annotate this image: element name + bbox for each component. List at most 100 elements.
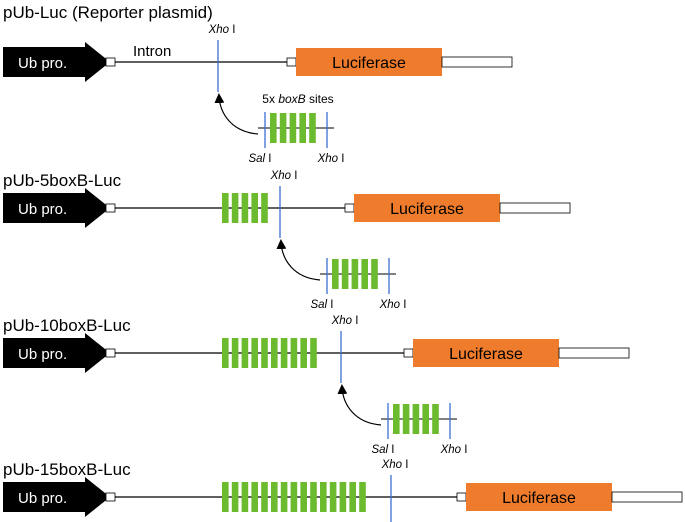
luciferase-box <box>354 194 500 222</box>
utr-box-pre-luc <box>344 203 355 213</box>
xhoi-site-label-enzyme: Xho <box>381 459 403 471</box>
sali-site-label: Sal I <box>248 153 271 165</box>
boxb-repeat <box>222 482 229 512</box>
insert-boxb-repeat <box>371 259 378 289</box>
insert-boxb-repeat <box>351 259 359 289</box>
xhoi-site-label-numeral: I <box>229 24 235 36</box>
boxb-repeat <box>222 338 229 368</box>
boxb-repeat <box>280 338 288 368</box>
insertion-arrow <box>337 384 382 426</box>
sali-site-label-enzyme: Sal <box>248 153 265 165</box>
utr-box-3prime <box>558 347 630 359</box>
boxb-repeat <box>241 338 249 368</box>
boxb-repeat <box>339 482 347 512</box>
promoter-arrow <box>3 42 110 82</box>
boxb-repeat <box>231 338 239 368</box>
xhoi-site-label-enzyme: Xho <box>208 24 230 36</box>
insert-boxb-repeat <box>289 113 297 143</box>
utr-box-5prime <box>105 203 116 213</box>
insert-xhoi-site-label-numeral: I <box>400 299 406 311</box>
sali-site-label: Sal I <box>371 444 394 456</box>
sali-site-label-enzyme: Sal <box>371 444 388 456</box>
boxb-repeat <box>310 338 317 368</box>
utr-box-3prime <box>611 491 683 503</box>
xhoi-site-label-numeral: I <box>291 170 297 182</box>
insert-boxb-repeat <box>332 259 339 289</box>
insert-fragment: Sal I Xho I <box>276 239 407 311</box>
boxb-repeat <box>231 193 239 223</box>
utr-box-pre-luc <box>403 348 414 358</box>
luciferase-label: Luciferase <box>332 55 406 72</box>
insert-boxb-repeat <box>402 404 410 434</box>
insert-fragment: Sal I Xho I <box>337 384 468 456</box>
boxb-repeat <box>310 482 317 512</box>
boxb-repeat <box>271 482 278 512</box>
boxb-repeat <box>251 482 258 512</box>
insert-xhoi-site-label: Xho I <box>440 444 468 456</box>
xhoi-site-label-enzyme: Xho <box>331 315 353 327</box>
boxb-repeat <box>300 482 307 512</box>
insert-boxb-repeat <box>412 404 420 434</box>
insert-xhoi-site-label: Xho I <box>379 299 407 311</box>
boxb-repeat <box>231 482 239 512</box>
utr-box-3prime <box>441 56 513 68</box>
construct-title: pUb-15boxB-Luc <box>3 460 131 479</box>
boxb-repeat <box>222 193 229 223</box>
insert-boxb-repeat <box>393 404 400 434</box>
boxb-repeat <box>261 482 268 512</box>
promoter-arrow <box>3 477 110 517</box>
boxb-repeat <box>261 338 268 368</box>
boxb-repeat <box>320 482 327 512</box>
insert-xhoi-site-label-enzyme: Xho <box>440 444 462 456</box>
insert-boxb-repeat <box>270 113 277 143</box>
luciferase-label: Luciferase <box>390 201 464 218</box>
insert-boxb-repeat <box>341 259 349 289</box>
boxb-repeat <box>300 338 307 368</box>
promoter-arrow <box>3 188 110 228</box>
sali-site-label-numeral: I <box>327 299 333 311</box>
boxb-repeat <box>290 338 298 368</box>
insertion-arrow <box>214 93 259 135</box>
insert-boxb-repeat <box>299 113 306 143</box>
utr-box-pre-luc <box>286 57 297 67</box>
sali-site-label: Sal I <box>310 299 333 311</box>
xhoi-site-label: Xho I <box>208 24 236 36</box>
utr-box-pre-luc <box>456 492 467 502</box>
xhoi-site-label: Xho I <box>270 170 298 182</box>
insert-boxb-repeat <box>422 404 429 434</box>
insert-boxb-repeat <box>279 113 287 143</box>
promoter-label: Ub pro. <box>18 490 67 507</box>
xhoi-site-label: Xho I <box>331 315 359 327</box>
promoter-label: Ub pro. <box>18 201 67 218</box>
construct-title: pUb-10boxB-Luc <box>3 316 131 335</box>
sali-site-label-numeral: I <box>265 153 271 165</box>
xhoi-site-label-enzyme: Xho <box>270 170 292 182</box>
boxb-repeat <box>280 482 288 512</box>
sali-site-label-numeral: I <box>388 444 394 456</box>
utr-box-3prime <box>499 202 571 214</box>
insert-xhoi-site-label-enzyme: Xho <box>379 299 401 311</box>
xhoi-site-label-numeral: I <box>352 315 358 327</box>
promoter-label: Ub pro. <box>18 55 67 72</box>
luciferase-label: Luciferase <box>449 346 523 363</box>
construct-title: pUb-5boxB-Luc <box>3 171 122 190</box>
utr-box-5prime <box>105 492 116 502</box>
construct-4: pUb-15boxB-Luc Ub pro. Xho I Luciferase <box>3 459 683 522</box>
insert-boxb-repeat <box>361 259 368 289</box>
insert-xhoi-site-label: Xho I <box>317 153 345 165</box>
xhoi-site-label: Xho I <box>381 459 409 471</box>
utr-box-5prime <box>105 57 116 67</box>
insert-boxb-repeat <box>309 113 316 143</box>
insert-xhoi-site-label-numeral: I <box>338 153 344 165</box>
luciferase-box <box>413 339 559 367</box>
xhoi-site-label-numeral: I <box>402 459 408 471</box>
boxb-repeat <box>251 338 258 368</box>
insert-boxb-repeat <box>432 404 439 434</box>
utr-box-5prime <box>105 348 116 358</box>
insert-caption-prefix: 5x <box>262 92 278 106</box>
luciferase-label: Luciferase <box>502 490 576 507</box>
luciferase-box <box>466 483 612 511</box>
